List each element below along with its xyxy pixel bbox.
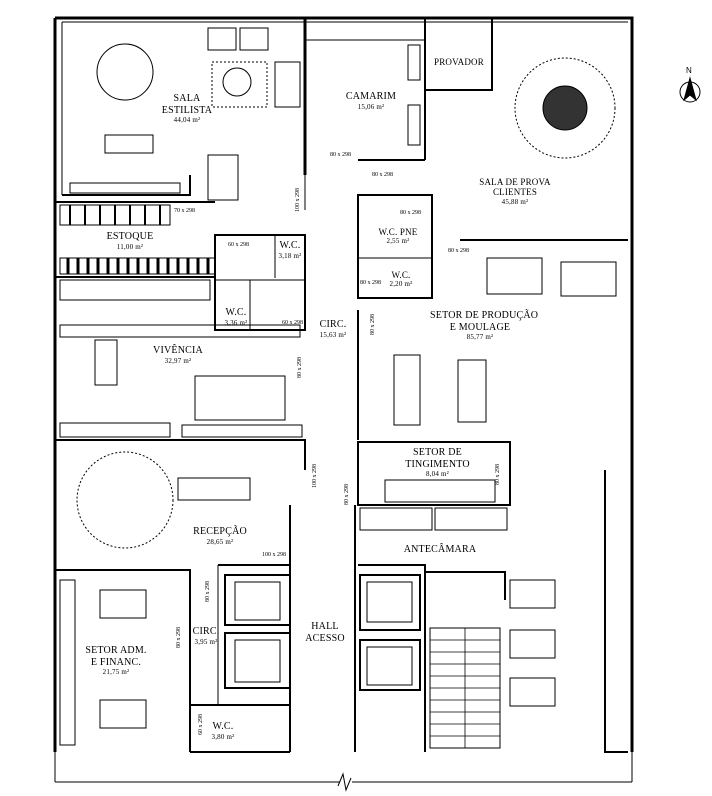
- wall: [357, 441, 511, 506]
- door-dimension: 80 x 298: [360, 280, 381, 286]
- north-label: N: [686, 66, 692, 75]
- wall: [62, 175, 191, 196]
- room-label-estoque: ESTOQUE 11,00 m²: [106, 231, 154, 251]
- elevator: [359, 639, 421, 691]
- room-label-camarim: CAMARIM 15,06 m²: [345, 91, 397, 111]
- door-dimension: 60 x 298: [228, 242, 249, 248]
- door-dimension: 60 x 298: [282, 320, 303, 326]
- outer-wall-inner: [61, 21, 628, 195]
- room-label-tingimento: SETOR DE TINGIMENTO 8,04 m²: [405, 447, 470, 478]
- wall: [55, 569, 191, 752]
- door-dimension: 100 x 298: [312, 464, 318, 488]
- door-dimension: 80 x 298: [344, 484, 350, 505]
- door-dimension: 100 x 298: [295, 188, 301, 212]
- room-label-sala-estilista: SALA ESTILISTA 44,04 m²: [161, 93, 213, 124]
- room-label-wc4: W.C. 3,80 m²: [211, 721, 235, 741]
- room-label-wc-pne: W.C. PNE 2,55 m²: [378, 227, 418, 246]
- wall: [425, 18, 493, 91]
- room-label-provador: PROVADOR: [434, 57, 484, 67]
- door-dimension: 80 x 298: [330, 152, 351, 158]
- room-label-antecamara: ANTECÂMARA: [403, 544, 477, 555]
- room-label-wc1: W.C. 3,18 m²: [278, 240, 302, 260]
- wall: [604, 470, 628, 753]
- wall: [249, 235, 276, 330]
- room-label-circ2: CIRC. 3,95 m²: [192, 626, 220, 646]
- room-label-sala-prova: SALA DE PROVA CLIENTES 45,88 m²: [479, 177, 551, 206]
- elevator: [359, 574, 421, 631]
- room-label-hall: HALL ACESSO: [305, 621, 345, 644]
- wall: [357, 194, 433, 299]
- round-table: [96, 43, 154, 101]
- door-dimension: 80 x 298: [448, 248, 469, 254]
- shelving: [66, 258, 210, 274]
- room-label-producao: SETOR DE PRODUÇÃO E MOULAGE 85,77 m²: [430, 310, 539, 341]
- room-label-adm: SETOR ADM. E FINANC. 21,75 m²: [85, 645, 147, 676]
- door-dimension: 80 x 298: [297, 357, 303, 378]
- round-rug: [76, 451, 174, 549]
- door-dimension: 80 x 298: [370, 314, 376, 335]
- door-dimension: 100 x 298: [262, 552, 286, 558]
- room-label-recepcao: RECEPÇÃO 28,65 m²: [193, 526, 247, 546]
- door-dimension: 80 x 298: [205, 581, 211, 602]
- door-dimension: 70 x 298: [174, 208, 195, 214]
- wall: [55, 439, 306, 470]
- door-dimension: 80 x 298: [176, 627, 182, 648]
- round-rug: [514, 57, 616, 159]
- room-label-circ1: CIRC. 15,63 m²: [319, 319, 347, 339]
- wall: [358, 564, 506, 752]
- room-label-wc3: W.C. 2,20 m²: [389, 270, 413, 289]
- shelving: [69, 205, 161, 225]
- rug: [211, 61, 268, 108]
- wall: [55, 201, 215, 278]
- break-symbol: [337, 772, 352, 792]
- wall: [289, 505, 356, 752]
- door-dimension: 80 x 298: [400, 210, 421, 216]
- door-dimension: 80 x 298: [372, 172, 393, 178]
- door-dimension: 60 x 298: [198, 714, 204, 735]
- outer-wall: [53, 16, 634, 752]
- room-label-vivencia: VIVÊNCIA 32,97 m²: [153, 345, 203, 365]
- wall: [190, 704, 290, 753]
- door-dimension: 80 x 298: [495, 464, 501, 485]
- room-label-wc2: W.C. 3,36 m²: [224, 307, 248, 327]
